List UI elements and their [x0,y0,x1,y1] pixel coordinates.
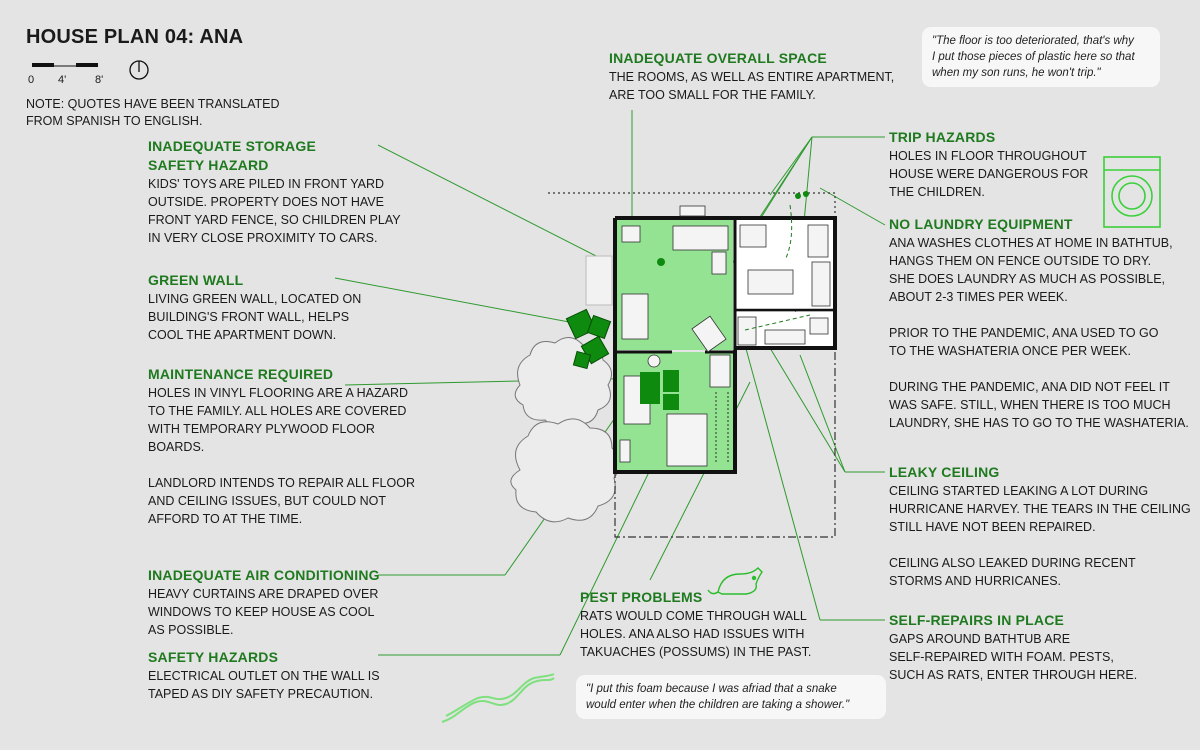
annotation-text: ANA WASHES CLOTHES AT HOME IN BATHTUB, H… [889,236,1189,430]
annotation-heading: PEST PROBLEMS [580,589,703,605]
annotation-text: THE ROOMS, AS WELL AS ENTIRE APARTMENT, … [609,70,895,102]
annotation-text: GAPS AROUND BATHTUB ARE SELF-REPAIRED WI… [889,632,1138,682]
tree-icon [510,337,620,523]
annotation-text: CEILING STARTED LEAKING A LOT DURING HUR… [889,484,1191,588]
annotation-overall-space: INADEQUATE OVERALL SPACE THE ROOMS, AS W… [609,49,909,104]
annotation-air-conditioning: INADEQUATE AIR CONDITIONING HEAVY CURTAI… [148,566,408,639]
annotation-heading: INADEQUATE AIR CONDITIONING [148,567,380,583]
snake-icon [441,673,555,723]
annotation-text: KIDS' TOYS ARE PILED IN FRONT YARD OUTSI… [148,177,401,245]
scale-label-4: 4' [58,74,67,86]
annotation-green-wall: GREEN WALL LIVING GREEN WALL, LOCATED ON… [148,271,408,344]
annotation-pest-problems: PEST PROBLEMS RATS WOULD COME THROUGH WA… [580,588,830,661]
page-title: HOUSE PLAN 04: ANA [26,26,244,48]
annotation-text: ELECTRICAL OUTLET ON THE WALL IS TAPED A… [148,669,380,701]
annotation-text: RATS WOULD COME THROUGH WALL HOLES. ANA … [580,609,812,659]
scale-label-0: 0 [28,74,35,86]
annotation-maintenance-required: MAINTENANCE REQUIRED HOLES IN VINYL FLOO… [148,365,428,528]
annotation-heading: INADEQUATE STORAGE SAFETY HAZARD [148,138,316,173]
annotation-self-repairs: SELF-REPAIRS IN PLACE GAPS AROUND BATHTU… [889,611,1149,684]
scale-bar [32,63,98,67]
annotation-heading: MAINTENANCE REQUIRED [148,366,334,382]
annotation-no-laundry: NO LAUNDRY EQUIPMENT ANA WASHES CLOTHES … [889,215,1194,432]
annotation-safety-hazards: SAFETY HAZARDS ELECTRICAL OUTLET ON THE … [148,648,408,703]
annotation-heading: GREEN WALL [148,272,244,288]
annotation-heading: SAFETY HAZARDS [148,649,279,665]
annotation-text: HOLES IN FLOOR THROUGHOUT HOUSE WERE DAN… [889,149,1089,199]
yard-fence [548,192,836,538]
annotation-trip-hazards: TRIP HAZARDS HOLES IN FLOOR THROUGHOUT H… [889,128,1109,201]
annotation-text: LIVING GREEN WALL, LOCATED ON BUILDING'S… [148,292,362,342]
annotation-inadequate-storage: INADEQUATE STORAGE SAFETY HAZARD KIDS' T… [148,137,428,247]
annotation-leaky-ceiling: LEAKY CEILING CEILING STARTED LEAKING A … [889,463,1194,590]
scale-label-8: 8' [95,74,104,86]
north-arrow-icon [129,60,149,80]
washing-machine-icon [1103,156,1161,228]
annotation-heading: LEAKY CEILING [889,464,1000,480]
annotation-heading: SELF-REPAIRS IN PLACE [889,612,1065,628]
annotation-heading: NO LAUNDRY EQUIPMENT [889,216,1073,232]
annotation-heading: TRIP HAZARDS [889,129,996,145]
annotation-text: HOLES IN VINYL FLOORING ARE A HAZARD TO … [148,386,415,526]
quote-foam: "I put this foam because I was afriad th… [576,675,886,719]
apartment-plan [613,191,837,474]
translation-note: NOTE: QUOTES HAVE BEEN TRANSLATED FROM S… [26,97,280,128]
rat-icon [707,567,763,595]
annotation-heading: INADEQUATE OVERALL SPACE [609,50,827,66]
quote-floor: "The floor is too deteriorated, that's w… [922,27,1160,87]
annotation-text: HEAVY CURTAINS ARE DRAPED OVER WINDOWS T… [148,587,379,637]
green-wall [565,308,612,370]
